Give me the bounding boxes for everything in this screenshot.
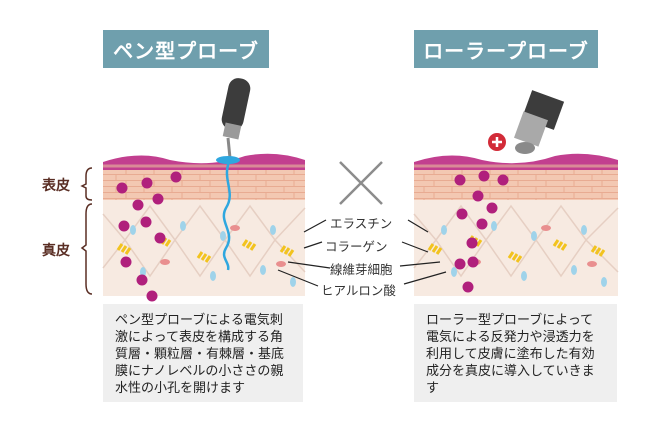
- label-dermis: 真皮: [42, 243, 70, 259]
- penetration-dot: [140, 216, 152, 228]
- roller-probe: [513, 90, 565, 154]
- legend-elastin: エラスチン: [330, 216, 393, 231]
- penetration-dot: [466, 237, 478, 249]
- epidermis-bracket: [80, 167, 93, 201]
- dermis-bracket: [80, 203, 93, 295]
- desc-line: ペン型プローブによる電気刺: [115, 313, 283, 328]
- penetration-dot: [454, 174, 466, 186]
- fibroblast-cell: [541, 225, 551, 231]
- right-skin-surface: [414, 153, 618, 170]
- penetration-dot: [141, 177, 153, 189]
- roller-probe-title: ローラープローブ: [414, 30, 598, 68]
- hyaluronic-acid-drop: [290, 277, 296, 287]
- hyaluronic-acid-drop: [140, 267, 146, 277]
- plus-icon: [488, 133, 506, 151]
- penetration-dot: [486, 202, 498, 214]
- fibroblast-cell: [276, 261, 286, 267]
- penetration-dot: [118, 220, 130, 232]
- penetration-dots: [116, 170, 509, 302]
- penetration-dot: [120, 256, 132, 268]
- desc-line: 水性の小孔を開けます: [115, 381, 246, 396]
- hyaluronic-acid-drop: [581, 225, 587, 235]
- hyaluronic-acid-drop: [220, 231, 226, 241]
- right-skin-block: [413, 153, 619, 296]
- penetration-dot: [497, 174, 509, 186]
- collagen-fiber: [116, 243, 132, 255]
- desc-line: 成分を真皮に導入していきます: [426, 364, 595, 396]
- left-skin-surface: [103, 153, 305, 170]
- roller-probe-description: ローラー型プローブによって 電気による反発力や浸透力を 利用して皮膚に塗布した有…: [414, 304, 617, 402]
- pen-probe-description: ペン型プローブによる電気刺 激によって表皮を構成する角 質層・顆粒層・有棘層・基…: [103, 304, 303, 402]
- hyaluronic-acid-drop: [531, 231, 537, 241]
- right-epidermis: [414, 168, 618, 200]
- desc-line: 激によって表皮を構成する角: [115, 330, 283, 345]
- hyaluronic-acid-drop: [451, 267, 457, 277]
- penetration-dot: [476, 218, 488, 230]
- left-skin-block: [102, 153, 306, 296]
- hyaluronic-acid-drop: [571, 265, 577, 275]
- hyaluronic-acid-drop: [601, 277, 607, 287]
- penetration-dot: [170, 171, 182, 183]
- desc-line: 膜にナノレベルの小ささの親: [115, 364, 284, 379]
- desc-line: 電気による反発力や浸透力を: [426, 330, 595, 345]
- hyaluronic-acid-drop: [180, 221, 186, 231]
- penetration-dot: [136, 274, 148, 286]
- legend-collagen: コラーゲン: [325, 239, 388, 254]
- penetration-dot: [132, 199, 144, 211]
- penetration-dot: [478, 170, 490, 182]
- penetration-dot: [456, 208, 468, 220]
- legend-pointers: [277, 219, 447, 287]
- times-icon: [339, 161, 383, 205]
- hyaluronic-acid-drop: [210, 271, 216, 281]
- fibroblast-cell: [587, 261, 597, 267]
- right-dermis: [414, 200, 618, 296]
- desc-line: 利用して皮膚に塗布した有効: [426, 347, 595, 362]
- left-dermis: [103, 200, 305, 296]
- hyaluronic-acid-drop: [441, 225, 447, 235]
- fibroblast-cell: [230, 225, 240, 231]
- legend-hyaluronic-acid: ヒアルロン酸: [321, 283, 396, 298]
- penetration-dot: [154, 232, 166, 244]
- penetration-dot: [454, 258, 466, 270]
- collagen-fiber: [241, 239, 257, 251]
- desc-line: ローラー型プローブによって: [426, 313, 594, 328]
- penetration-dot: [467, 256, 479, 268]
- hyaluronic-acid-drop: [521, 271, 527, 281]
- collagen-fiber: [507, 251, 523, 263]
- collagen-fiber: [552, 239, 568, 251]
- label-epidermis: 表皮: [42, 178, 70, 194]
- pen-probe: [216, 78, 251, 271]
- penetration-dot: [462, 281, 474, 293]
- hyaluronic-acid-drop: [130, 225, 136, 235]
- left-epidermis: [103, 168, 305, 200]
- penetration-dot: [146, 290, 158, 302]
- collagen-fiber: [427, 243, 443, 255]
- fibroblast-cell: [160, 259, 170, 265]
- penetration-dot: [472, 190, 484, 202]
- collagen-fiber: [196, 251, 212, 263]
- hyaluronic-acid-drop: [260, 265, 266, 275]
- hyaluronic-acid-drop: [270, 225, 276, 235]
- dermis-details: [116, 221, 607, 287]
- legend-fibroblast: 線維芽細胞: [330, 262, 393, 277]
- electric-current: [222, 161, 231, 271]
- desc-line: 質層・顆粒層・有棘層・基底: [115, 347, 285, 362]
- penetration-dot: [116, 182, 128, 194]
- pen-probe-title: ペン型プローブ: [103, 30, 269, 68]
- collagen-fiber: [279, 245, 295, 257]
- penetration-dot: [152, 193, 164, 205]
- hyaluronic-acid-drop: [491, 221, 497, 231]
- collagen-fiber: [590, 245, 606, 257]
